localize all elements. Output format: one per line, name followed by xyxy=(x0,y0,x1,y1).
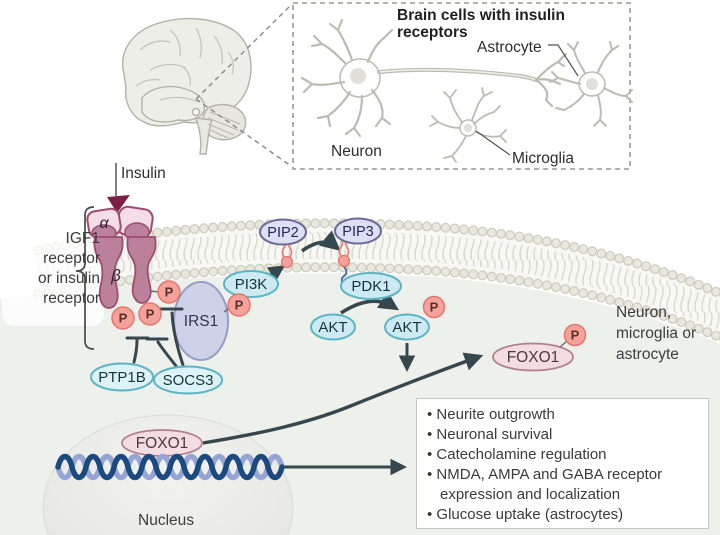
cell-type-label-line: Neuron, xyxy=(616,304,672,321)
pdk1-node: PDK1 xyxy=(340,272,402,300)
svg-text:P: P xyxy=(146,307,155,322)
svg-text:P: P xyxy=(430,300,439,315)
astrocyte-illustration xyxy=(549,41,633,127)
receptor-label-line: receptor xyxy=(43,250,100,267)
svg-text:P: P xyxy=(119,311,128,326)
akt-active-label: AKT xyxy=(392,319,421,336)
astrocyte-label: Astrocyte xyxy=(477,39,542,56)
insulin-arrow xyxy=(107,163,130,213)
receptor-label-line: or insulin xyxy=(37,270,100,287)
receptor-label-line: IGF1 xyxy=(65,230,100,247)
svg-text:P: P xyxy=(165,285,174,300)
phospho-akt: P xyxy=(422,295,446,319)
neuron-illustration xyxy=(300,18,568,138)
phospho-receptor-2: P xyxy=(138,302,162,326)
outcome-item: Neuronal survival xyxy=(427,425,700,445)
phospho-receptor-3: P xyxy=(157,280,181,304)
akt-inactive-label: AKT xyxy=(318,319,347,336)
socs3-inhibit-line-1 xyxy=(145,337,178,368)
pip3-label: PIP3 xyxy=(342,224,373,240)
foxo1-p-connector xyxy=(559,340,568,348)
socs3-label: SOCS3 xyxy=(163,372,214,389)
label-backdrop xyxy=(2,226,104,326)
foxo1-nuc-node: FOXO1 xyxy=(121,429,203,457)
inhibition-lines xyxy=(125,307,185,368)
outcome-item: Glucose uptake (astrocytes) xyxy=(427,505,700,525)
outcome-item: Neurite outgrowth xyxy=(427,405,700,425)
neuron-label: Neuron xyxy=(331,143,382,160)
microglia-illustration xyxy=(429,87,507,163)
ptp1b-node: PTP1B xyxy=(90,362,154,392)
nucleus-label: Nucleus xyxy=(138,512,194,529)
dna-helix xyxy=(55,453,285,481)
foxo1-cyto-label: FOXO1 xyxy=(507,349,560,366)
pip2-to-pip3-arrow xyxy=(300,230,341,253)
akt-inactive-node: AKT xyxy=(310,313,356,341)
pdk1-label: PDK1 xyxy=(351,278,390,295)
phosphate-groups: P P P P P P xyxy=(111,280,587,347)
inset-box xyxy=(292,2,631,170)
kinase-nodes: PTP1B SOCS3 PI3K PDK1 AKT AKT xyxy=(90,270,430,395)
outcome-item: NMDA, AMPA and GABA receptor expression … xyxy=(427,465,700,505)
receptor-label-line: receptor xyxy=(43,290,100,307)
alpha-subunit-label: α xyxy=(99,215,109,232)
beta-subunit-label: β xyxy=(110,266,121,285)
irs1-label: IRS1 xyxy=(184,313,218,330)
phospho-foxo1: P xyxy=(563,323,587,347)
receptor-label: IGF1 receptor or insulin receptor xyxy=(0,229,100,309)
pip-lipid-anchors xyxy=(280,237,351,286)
irs1-node: IRS1 xyxy=(173,281,229,361)
akt-activation-arrow xyxy=(340,291,400,315)
brain-illustration xyxy=(122,17,252,155)
pi3k-node: PI3K xyxy=(223,270,279,298)
cell-type-label: Neuron, microglia or astrocyte xyxy=(616,302,720,365)
svg-text:P: P xyxy=(571,328,580,343)
astrocyte-pointer-line xyxy=(548,44,579,77)
cell-type-label-line: astrocyte xyxy=(616,346,679,363)
inset-title: Brain cells with insulin receptors xyxy=(397,7,565,42)
pi3k-label: PI3K xyxy=(235,276,268,293)
outcomes-box: Neurite outgrowth Neuronal survival Cate… xyxy=(416,398,709,529)
foxo1-cyto-node: FOXO1 xyxy=(492,342,574,372)
receptor-bracket xyxy=(75,206,95,350)
pip3-node: PIP3 xyxy=(334,217,382,245)
microglia-label: Microglia xyxy=(512,150,574,167)
pip2-node: PIP2 xyxy=(259,218,307,246)
svg-text:P: P xyxy=(235,298,244,313)
outcome-item: Catecholamine regulation xyxy=(427,445,700,465)
socs3-inhibit-line-2 xyxy=(159,307,185,367)
outcomes-list: Neurite outgrowth Neuronal survival Cate… xyxy=(427,405,700,525)
cell-type-label-line: microglia or xyxy=(616,325,697,342)
zoom-line-bottom xyxy=(195,98,292,167)
akt-active-node: AKT xyxy=(384,313,430,341)
phospho-irs1: P xyxy=(227,293,251,317)
foxo1-nuc-label: FOXO1 xyxy=(136,435,189,452)
ptp1b-inhibit-line xyxy=(125,336,150,364)
zoom-line-top xyxy=(195,4,292,100)
ptp1b-label: PTP1B xyxy=(98,369,146,386)
phospho-receptor-1: P xyxy=(111,306,135,330)
foxo1-export-arrow xyxy=(202,352,484,445)
microglia-pointer-line xyxy=(475,130,511,156)
insulin-receptor xyxy=(86,205,157,309)
insulin-label: Insulin xyxy=(121,165,166,182)
socs3-node: SOCS3 xyxy=(153,365,223,395)
pip2-label: PIP2 xyxy=(267,225,298,241)
